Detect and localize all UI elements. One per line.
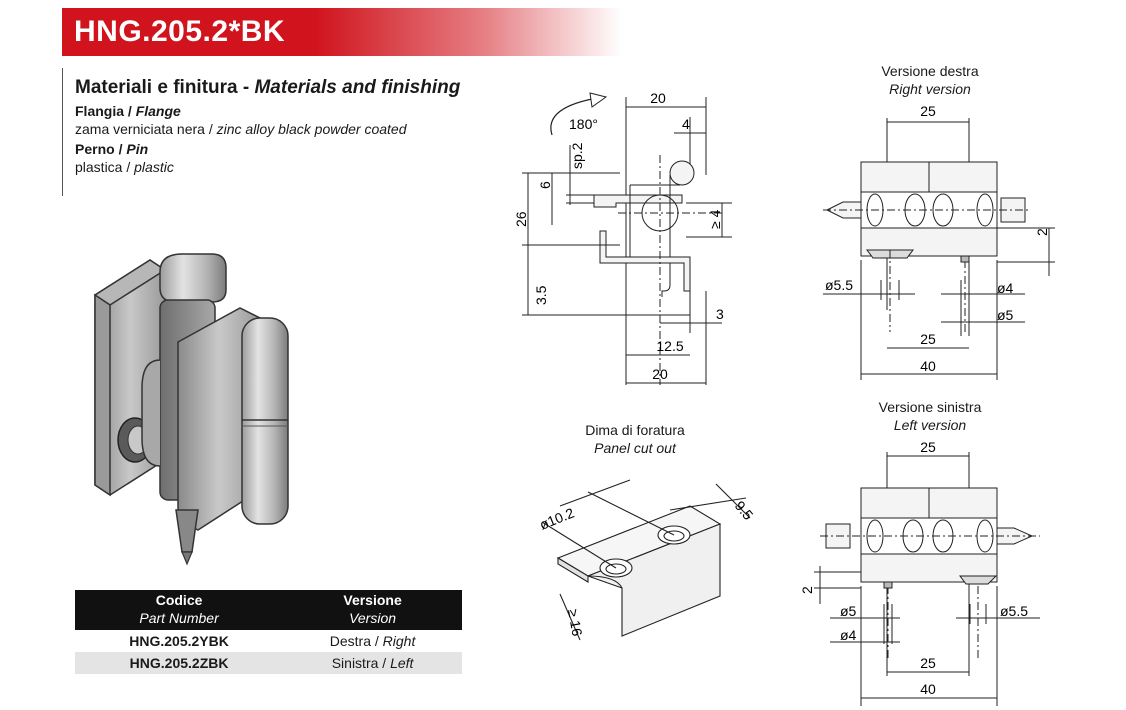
lv-dim-hole-large: ø5.5: [1000, 603, 1028, 619]
flange-label-it: Flangia /: [75, 103, 136, 119]
rv-dim-hole-large: ø5.5: [825, 277, 853, 293]
lv-dim-hole-mid: ø5: [840, 603, 857, 619]
table-row: HNG.205.2ZBK Sinistra / Left: [75, 652, 462, 674]
flange-desc-it: zama verniciata nera /: [75, 121, 217, 137]
header-version-en: Version: [283, 610, 462, 630]
header-version: Versione: [283, 590, 462, 610]
right-version-title: Versione destra Right version: [830, 62, 1030, 98]
version-it: Sinistra /: [331, 655, 391, 671]
pin-label-it: Perno /: [75, 141, 127, 157]
rv-dim-offset: 2: [1034, 228, 1050, 236]
dim-hole-pos: 12.5: [656, 338, 683, 354]
part-number-table: Codice Versione Part Number Version HNG.…: [75, 590, 462, 674]
pin-desc-en: plastic: [134, 159, 174, 175]
materials-heading-it: Materiali e finitura -: [75, 77, 255, 98]
right-version-drawing: 25 2 ø5.5 ø4 ø5 25 40: [823, 103, 1055, 380]
left-version-title-en: Left version: [893, 417, 967, 433]
version-it: Destra /: [329, 633, 383, 649]
flange-label: Flangia / Flange: [75, 103, 495, 120]
materials-block: Materiali e finitura - Materials and fin…: [75, 76, 495, 179]
dim-slot: 3: [716, 306, 724, 322]
left-version-drawing: 25 2 ø5 ø4 ø5.5 25 40: [800, 439, 1040, 706]
materials-heading-en: Materials and finishing: [254, 77, 461, 98]
left-version-title: Versione sinistra Left version: [830, 398, 1030, 434]
cutout-title: Dima di foratura Panel cut out: [535, 421, 735, 457]
page-title: HNG.205.2*BK: [74, 15, 286, 48]
cutout-dim-min: ≥ 16: [565, 608, 586, 638]
pin-desc-it: plastica /: [75, 159, 135, 175]
right-version-title-en: Right version: [889, 81, 971, 97]
flange-desc: zama verniciata nera / zinc alloy black …: [75, 120, 495, 138]
dim-top-width: 20: [650, 90, 666, 106]
rotation-label: 180°: [569, 116, 598, 132]
version-en: Left: [390, 655, 414, 671]
table-header-row: Codice Versione: [75, 590, 462, 610]
version-cell: Destra / Right: [283, 630, 462, 652]
code-cell: HNG.205.2ZBK: [75, 652, 284, 674]
lv-dim-hole-small: ø4: [840, 627, 857, 643]
right-version-title-it: Versione destra: [881, 63, 979, 79]
dim-height: 26: [513, 211, 529, 227]
materials-heading: Materiali e finitura - Materials and fin…: [75, 76, 495, 100]
rv-dim-hole-small: ø4: [997, 280, 1014, 296]
pin-desc: plastica / plastic: [75, 158, 495, 176]
cutout-dim-edge: 9.5: [732, 498, 757, 523]
pin-label-en: Pin: [126, 141, 149, 157]
lv-dim-spacing: 25: [920, 655, 936, 671]
lv-dim-top: 25: [920, 439, 936, 455]
rv-dim-spacing: 25: [920, 331, 936, 347]
lv-dim-total: 40: [920, 681, 936, 697]
cutout-drawing: ø10.2 9.5 ≥ 16: [537, 479, 757, 641]
pin-label: Perno / Pin: [75, 141, 495, 158]
version-en: Right: [382, 633, 416, 649]
cutout-title-en: Panel cut out: [594, 440, 676, 456]
code-cell: HNG.205.2YBK: [129, 633, 229, 649]
table-subheader-row: Part Number Version: [75, 610, 462, 630]
flange-desc-en: zinc alloy black powder coated: [216, 121, 407, 137]
dim-gap: ≥ 4: [707, 209, 723, 229]
dim-thickness: sp.2: [569, 142, 585, 169]
hinge-3d-image: [93, 253, 289, 566]
cutout-dim-hole: ø10.2: [537, 504, 576, 532]
rv-dim-total: 40: [920, 358, 936, 374]
cutout-title-it: Dima di foratura: [585, 422, 685, 438]
table-row: HNG.205.2YBK Destra / Right: [75, 630, 462, 652]
rv-dim-hole-mid: ø5: [997, 307, 1014, 323]
rv-dim-top: 25: [920, 103, 936, 119]
dim-pin-offset: 4: [682, 116, 690, 132]
dim-base-width: 20: [652, 366, 668, 382]
side-view-drawing: 180° 20 4 sp.2 6 26 ≥ 4 3.5 3 12.5 20: [513, 90, 732, 385]
header-code: Codice: [75, 590, 284, 610]
title-bar: [62, 8, 622, 56]
flange-label-en: Flange: [135, 103, 181, 119]
dim-bottom: 3.5: [533, 285, 549, 305]
divider: [62, 68, 63, 196]
left-version-title-it: Versione sinistra: [878, 399, 982, 415]
version-cell: Sinistra / Left: [283, 652, 462, 674]
header-code-en: Part Number: [75, 610, 284, 630]
dim-flange: 6: [537, 181, 553, 189]
lv-dim-offset: 2: [800, 586, 815, 594]
